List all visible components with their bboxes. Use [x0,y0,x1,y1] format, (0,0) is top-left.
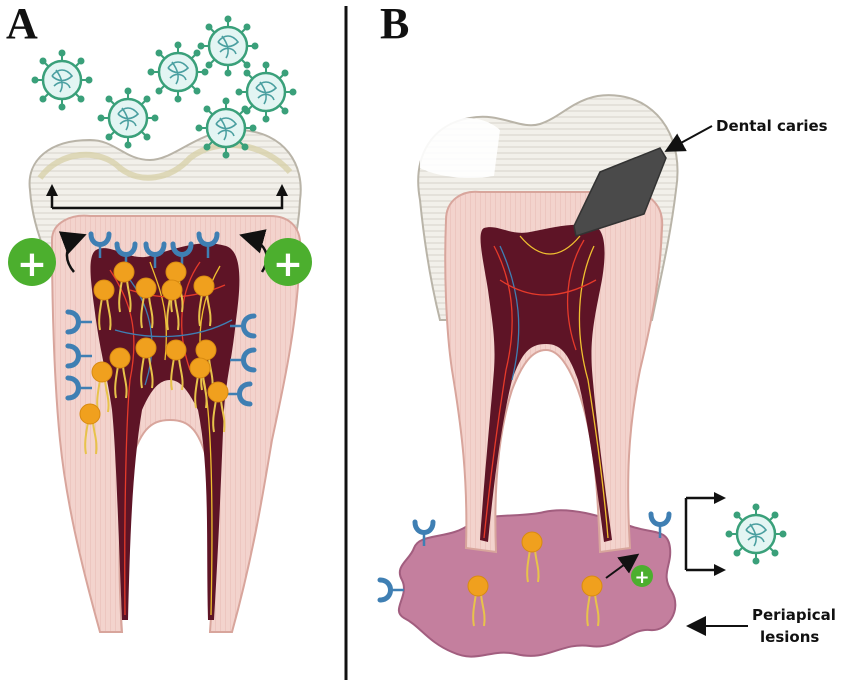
virus-icon [31,49,93,111]
tooth-b-nerves [483,235,609,539]
periapical-lesions-label-line2: lesions [760,628,819,646]
tooth-b: Dental caries + Periapical lesions [380,94,836,658]
plus-badge-lesion: + [631,565,653,588]
dental-caries-lesion [573,147,667,237]
tooth-a-pulp [90,243,240,620]
tooth-a: + + [8,15,312,633]
virus-icon [235,61,297,123]
plus-badge-left: + [8,238,56,286]
activation-arrow-left [58,231,87,273]
periapical-lesions-label-line1: Periapical [752,606,836,624]
tooth-b-pulp [480,224,612,542]
caries-pointer-arrow [664,125,713,152]
panel-label-b: B [380,0,409,48]
plus-badge-right: + [264,238,312,286]
receptor-icon [380,580,404,600]
panel-label-a: A [6,0,38,48]
activation-arrow-right [239,229,268,273]
plus-icon: + [273,244,303,285]
dental-caries-label: Dental caries [716,117,828,135]
virus-icon [197,15,259,77]
plus-icon: + [634,567,649,588]
virus-icon [97,87,159,149]
virus-icon [725,503,787,565]
activation-arrow-lesion [605,553,640,579]
plus-icon: + [17,244,47,285]
lesion-bracket-arrow [684,496,716,572]
virus-icon [195,97,257,159]
virus-icon [147,41,209,103]
